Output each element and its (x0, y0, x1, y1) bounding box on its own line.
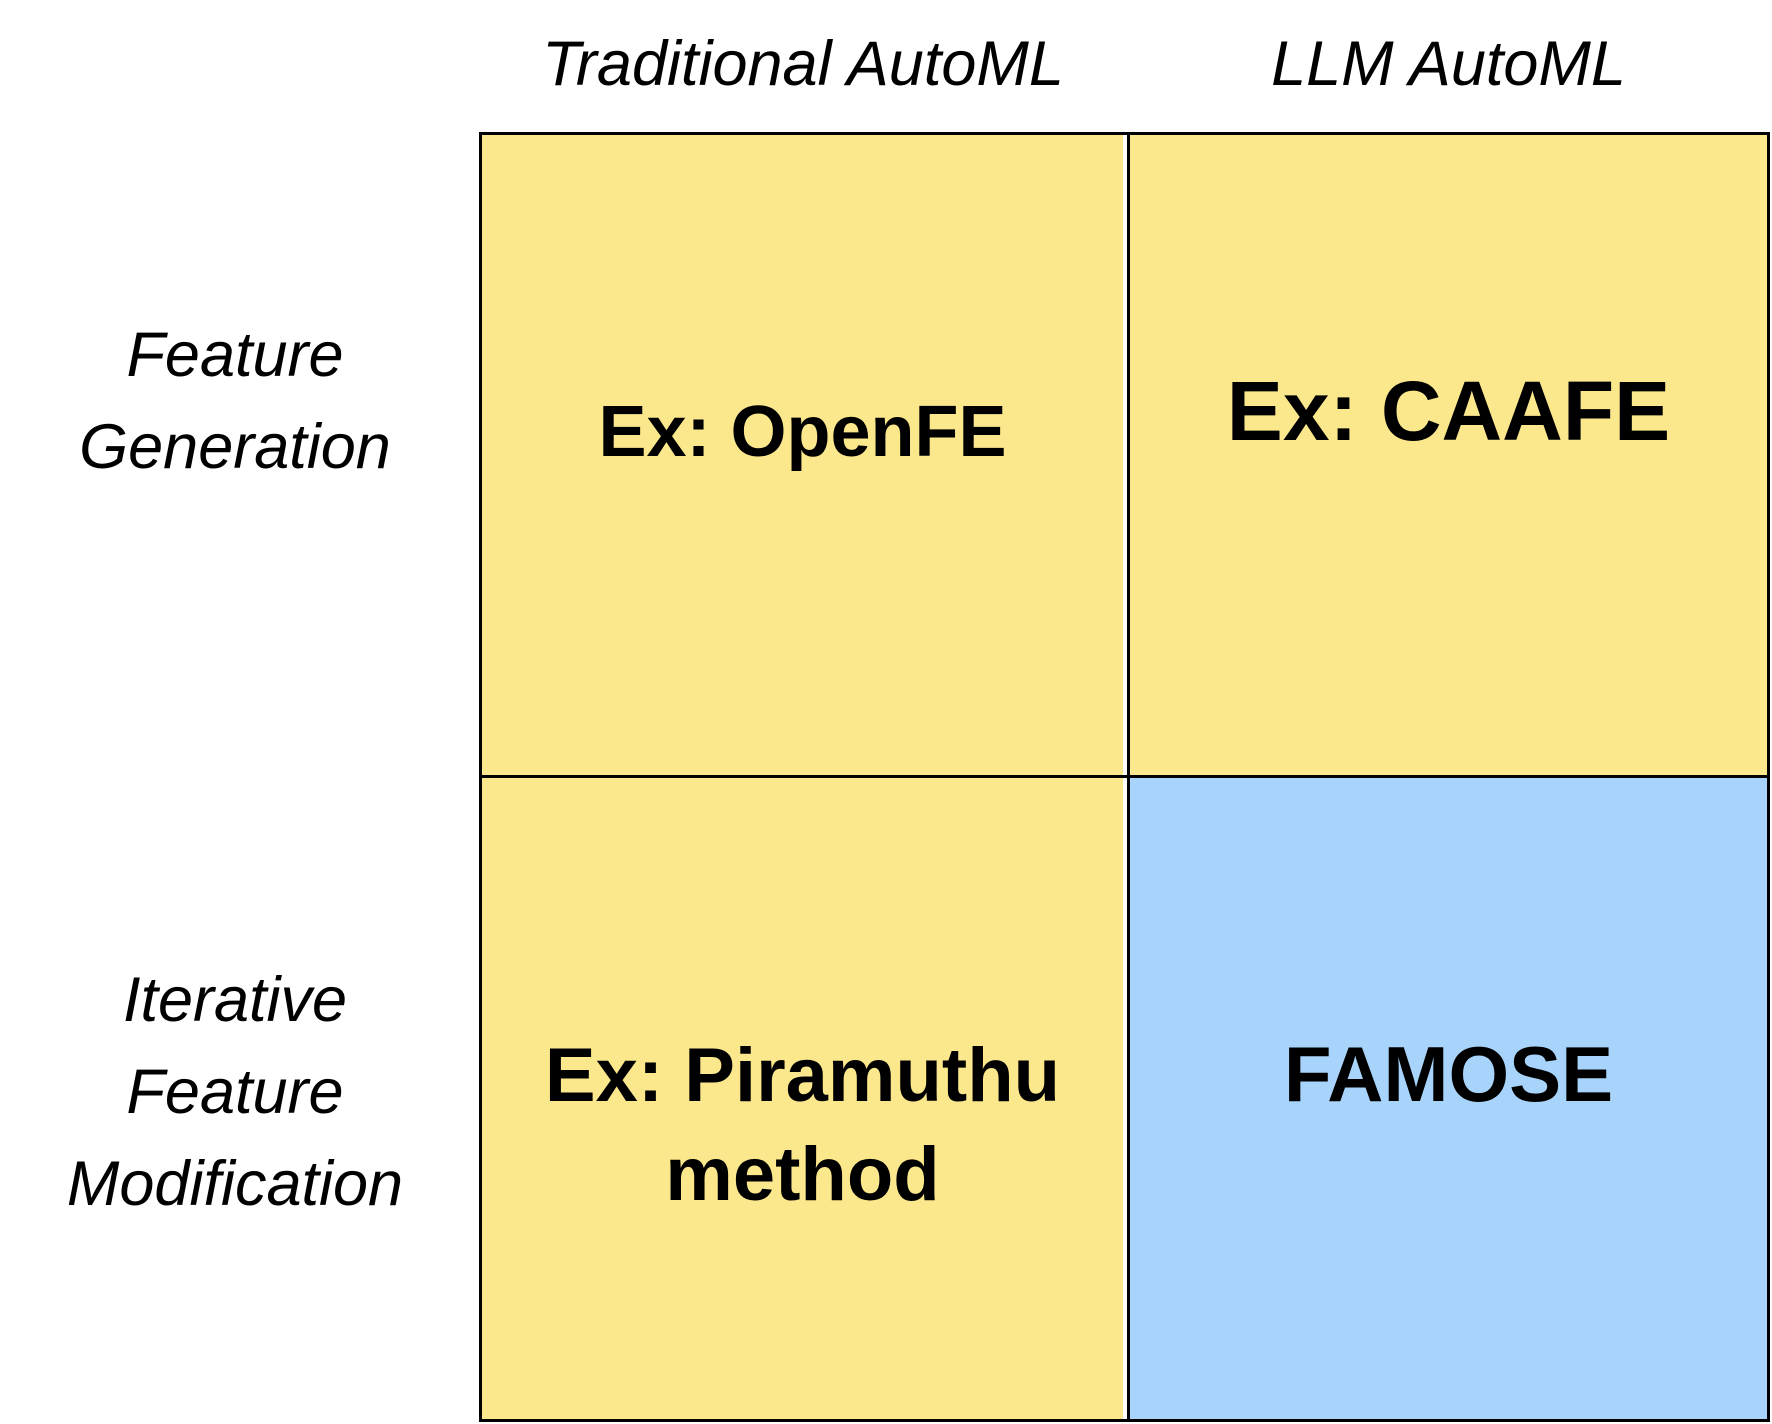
cell-label-openfe: Ex: OpenFE (598, 392, 1007, 472)
cell-iterative-modification-traditional: Ex: Piramuthu method (482, 778, 1123, 1419)
cell-feature-generation-traditional: Ex: OpenFE (482, 135, 1123, 775)
grid-horizontal-divider (482, 775, 1767, 778)
cell-label-famose: FAMOSE (1283, 1030, 1614, 1118)
column-header-llm-automl: LLM AutoML (1271, 29, 1626, 99)
row-header-feature-generation: Feature Generation (79, 319, 391, 482)
matrix-grid: Ex: OpenFE Ex: CAAFE Ex: Piramuthu metho… (479, 132, 1770, 1422)
cell-label-caafe: Ex: CAAFE (1226, 363, 1671, 458)
cell-label-piramuthu-method: Ex: Piramuthu method (544, 1032, 1061, 1217)
row-header-iterative-feature-modification: Iterative Feature Modification (66, 965, 404, 1219)
cell-iterative-modification-llm-famose: FAMOSE (1130, 778, 1767, 1419)
cell-feature-generation-llm: Ex: CAAFE (1130, 135, 1767, 775)
column-header-traditional-automl: Traditional AutoML (542, 29, 1064, 99)
